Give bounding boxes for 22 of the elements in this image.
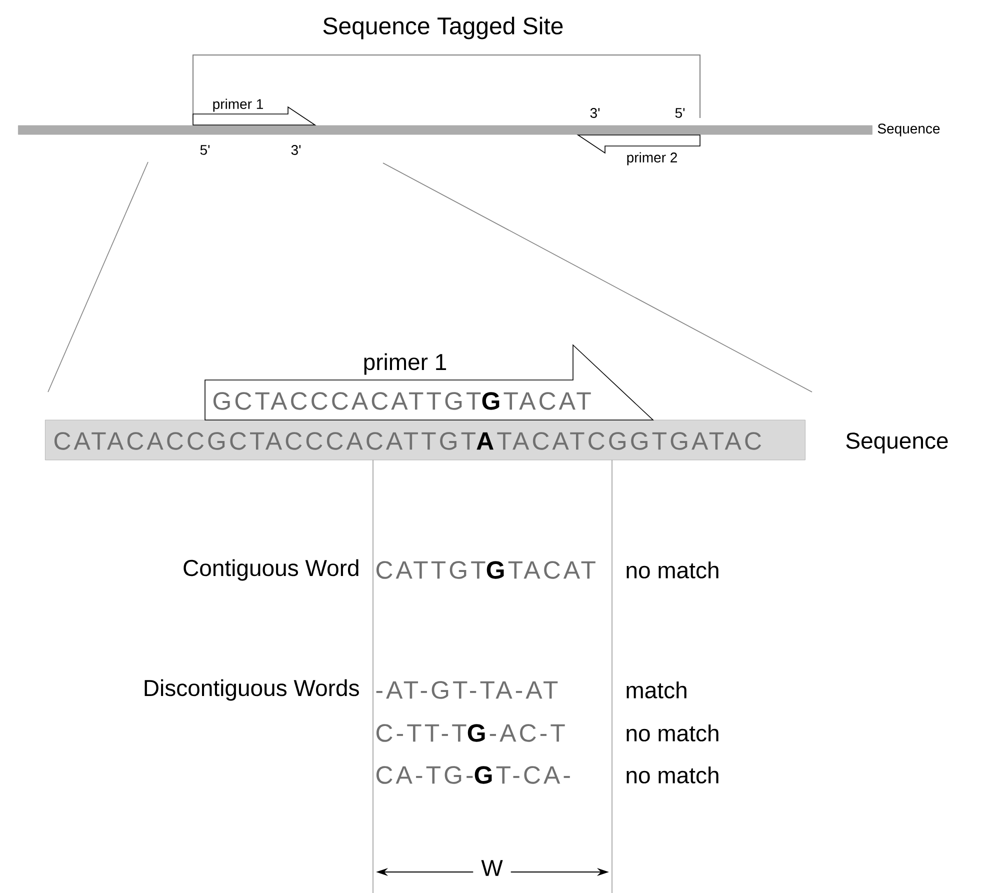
word-sequence: CA-TG-GT-CA- (376, 766, 570, 784)
sequence-bar (18, 125, 872, 135)
sequence-bar: CATACACCGCTACCCACATTGTATACATCGGTGATAC (45, 420, 806, 460)
end-label: 3' (291, 145, 301, 155)
end-label: 3' (590, 108, 600, 118)
width-label: W (473, 859, 511, 877)
primer-sequence: GCTACCCACATTGTGTACAT (213, 392, 591, 410)
node-label: primer 2 (627, 152, 677, 166)
title: Sequence Tagged Site (323, 16, 563, 40)
result-label: no match (626, 562, 718, 578)
sequence-label: Sequence (846, 432, 948, 454)
result-label: no match (626, 766, 718, 784)
end-label: 5' (200, 145, 210, 155)
result-label: no match (626, 724, 718, 742)
row-label: Discontiguous Words (144, 679, 359, 701)
word-sequence: CATTGTGTACAT (376, 561, 596, 579)
result-label: match (626, 682, 686, 698)
sequence-label: Sequence (878, 124, 940, 136)
end-label: 5' (675, 108, 685, 118)
word-sequence: -AT-GT-TA-AT (376, 681, 558, 699)
row-label: Contiguous Word (184, 559, 358, 581)
word-sequence: C-TT-TG-AC-T (376, 724, 565, 742)
